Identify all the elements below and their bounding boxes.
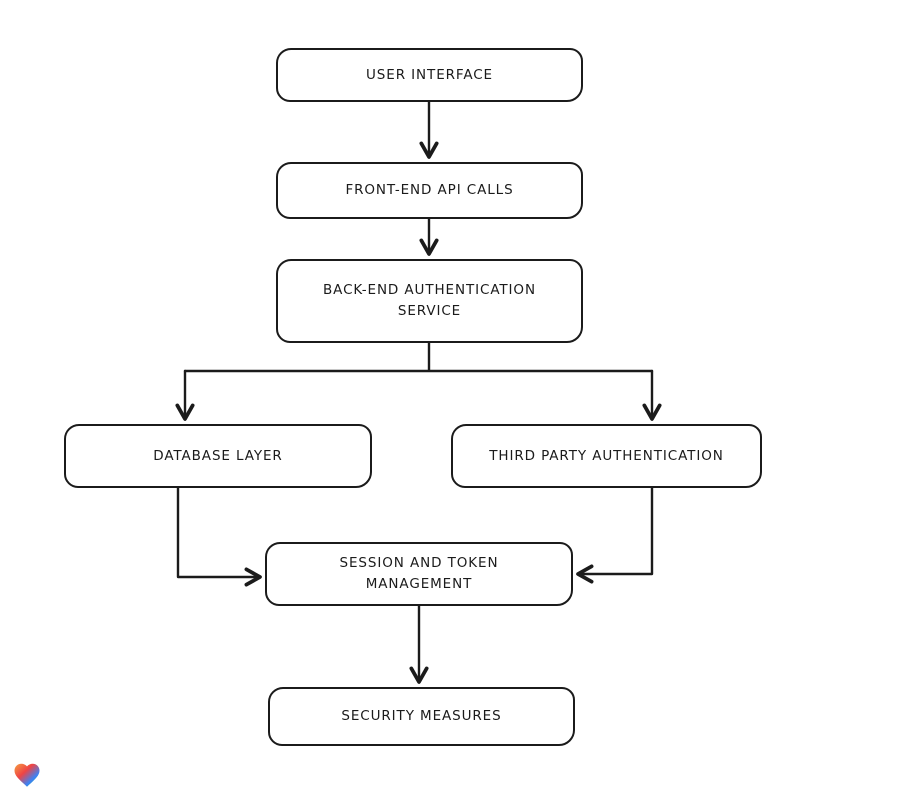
node-session-and-token-management: SESSION AND TOKEN MANAGEMENT <box>265 542 573 606</box>
edge-thirdparty-to-session <box>576 486 654 584</box>
node-label: SECURITY MEASURES <box>341 708 502 725</box>
node-label: FRONT-END API CALLS <box>345 182 514 199</box>
node-front-end-api-calls: FRONT-END API CALLS <box>276 162 583 219</box>
node-label: THIRD PARTY AUTHENTICATION <box>489 447 724 464</box>
heart-logo-icon <box>14 763 40 787</box>
node-user-interface: USER INTERFACE <box>276 48 583 102</box>
edge-backend-split-stem <box>183 341 654 373</box>
node-label: SESSION AND TOKEN MANAGEMENT <box>339 555 499 592</box>
node-security-measures: SECURITY MEASURES <box>268 687 575 746</box>
node-back-end-authentication-service: BACK-END AUTHENTICATION SERVICE <box>276 259 583 343</box>
node-label: USER INTERFACE <box>366 66 493 83</box>
node-label: DATABASE LAYER <box>153 447 283 464</box>
heart-logo[interactable] <box>12 760 42 790</box>
node-label: BACK-END AUTHENTICATION SERVICE <box>323 282 536 319</box>
edge-database-to-session <box>176 486 262 587</box>
node-database-layer: DATABASE LAYER <box>64 424 372 488</box>
node-third-party-authentication: THIRD PARTY AUTHENTICATION <box>451 424 762 488</box>
